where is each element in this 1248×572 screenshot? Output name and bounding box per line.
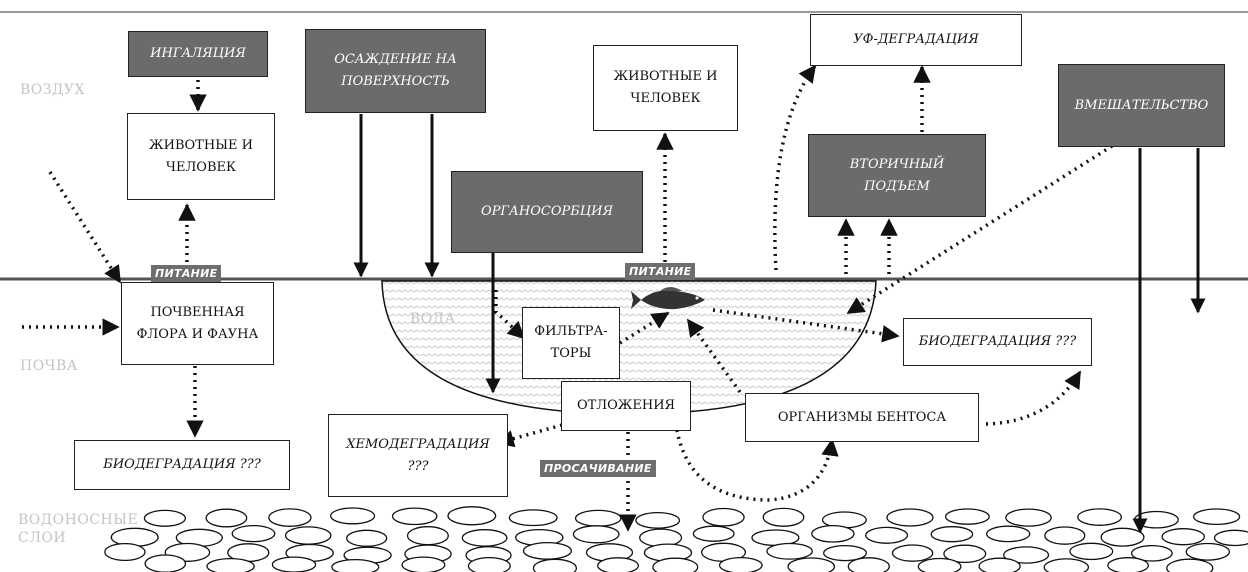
secondary-rise-box: ВТОРИЧНЫЙ ПОДЪЕМ	[808, 134, 986, 217]
aquifer-pebble	[271, 556, 317, 572]
seepage-tag: ПРОСАЧИВАНИЕ	[540, 460, 656, 477]
aquifer-pebble	[522, 541, 572, 560]
aquifer-pebble	[930, 526, 974, 543]
aquifer-pebble	[401, 556, 446, 572]
aquifer-pebble	[891, 544, 934, 562]
aquifer-pebble	[597, 557, 639, 572]
aquifer-pebble	[144, 554, 187, 572]
aquifer-pebble	[284, 526, 332, 545]
aquifer-pebble	[104, 542, 146, 562]
aquifer-pebbles	[104, 506, 1248, 572]
uv-degradation-box: УФ-ДЕГРАДАЦИЯ	[810, 14, 1022, 66]
zone-label-air: ВОЗДУХ	[20, 82, 85, 98]
inhalation-box: ИНГАЛЯЦИЯ	[128, 31, 268, 77]
zone-label-aquifer-1: ВОДОНОСНЫЕ	[18, 512, 139, 528]
aquifer-pebble	[917, 557, 962, 572]
aquifer-pebble	[461, 529, 508, 547]
aquifer-pebble	[811, 524, 855, 543]
aquifer-pebble	[692, 525, 735, 542]
deposition-box: ОСАЖДЕНИЕ НА ПОВЕРХНОСТЬ	[305, 29, 486, 113]
aquifer-pebble	[985, 525, 1031, 543]
aquifer-pebble	[1185, 542, 1231, 561]
aquifer-pebble	[572, 525, 620, 544]
animals-humans-left-box: ЖИВОТНЫЕ И ЧЕЛОВЕК	[127, 113, 275, 200]
aquifer-pebble	[702, 507, 745, 527]
fish-icon	[631, 287, 705, 310]
nutrition-tag-left: ПИТАНИЕ	[151, 265, 222, 282]
aquifer-pebble	[1077, 508, 1123, 526]
aquifer-pebble	[447, 506, 497, 526]
animals-humans-mid-box: ЖИВОТНЫЕ И ЧЕЛОВЕК	[593, 45, 738, 131]
aquifer-pebble	[886, 508, 934, 527]
aquifer-pebble	[231, 524, 276, 543]
aquifer-pebble	[205, 508, 248, 528]
aquifer-pebble	[467, 556, 511, 572]
aquifer-pebble	[329, 507, 376, 525]
zone-label-water: ВОДА	[410, 311, 456, 327]
aquifer-pebble	[823, 544, 867, 562]
chemodegradation-box: ХЕМОДЕГРАДАЦИЯ ???	[328, 414, 508, 497]
aquifer-pebble	[532, 558, 578, 572]
zone-label-aquifer-2: СЛОИ	[18, 530, 67, 546]
aquifer-pebble	[718, 556, 763, 572]
aquifer-pebble	[391, 507, 438, 526]
aquifer-pebble	[787, 557, 836, 572]
aquifer-pebble	[1044, 526, 1086, 545]
aquifer-pebble	[1130, 544, 1173, 562]
organosorption-box: ОРГАНОСОРБЦИЯ	[451, 171, 643, 253]
aquifer-pebble	[766, 542, 813, 560]
aquifer-pebble	[762, 507, 805, 527]
aquifer-pebble	[1003, 546, 1050, 564]
aquifer-pebble	[143, 509, 187, 527]
biodegradation-left-box: БИОДЕГРАДАЦИЯ ???	[74, 440, 290, 490]
intervention-box: ВМЕШАТЕЛЬСТВО	[1058, 64, 1225, 147]
dotted-arrows	[22, 64, 1113, 532]
biodegradation-right-box: БИОДЕГРАДАЦИЯ ???	[903, 318, 1092, 366]
aquifer-pebble	[1213, 529, 1248, 547]
aquifer-pebble	[865, 526, 909, 544]
zone-label-soil: ПОЧВА	[20, 358, 78, 374]
filter-feeders-box: ФИЛЬТРА-ТОРЫ	[522, 307, 620, 379]
aquifer-pebble	[943, 544, 987, 564]
aquifer-pebble	[1107, 557, 1150, 572]
aquifer-pebble	[1043, 558, 1090, 572]
aquifer-pebble	[635, 511, 681, 529]
aquifer-pebble	[978, 557, 1021, 572]
aquifer-pebble	[331, 558, 380, 572]
sediments-box: ОТЛОЖЕНИЯ	[561, 381, 691, 431]
aquifer-pebble	[206, 557, 255, 572]
aquifer-pebble	[1005, 508, 1052, 527]
aquifer-pebble	[346, 529, 388, 547]
aquifer-pebble	[268, 508, 312, 527]
aquifer-pebble	[847, 557, 890, 572]
aquifer-pebble	[1166, 558, 1214, 572]
aquifer-pebble	[508, 509, 558, 527]
aquifer-pebble	[1069, 542, 1114, 561]
aquifer-pebble	[1161, 528, 1205, 546]
aquifer-pebble	[1192, 508, 1241, 526]
aquifer-pebble	[574, 509, 622, 527]
aquifer-pebble	[406, 526, 449, 546]
solid-arrows	[353, 114, 1206, 534]
aquifer-pebble	[652, 557, 699, 572]
nutrition-tag-mid: ПИТАНИЕ	[625, 263, 696, 280]
aquifer-pebble	[1100, 527, 1145, 547]
soil-flora-fauna-box: ПОЧВЕННАЯ ФЛОРА И ФАУНА	[121, 282, 274, 365]
benthos-box: ОРГАНИЗМЫ БЕНТОСА	[745, 393, 979, 442]
aquifer-pebble	[944, 508, 990, 525]
